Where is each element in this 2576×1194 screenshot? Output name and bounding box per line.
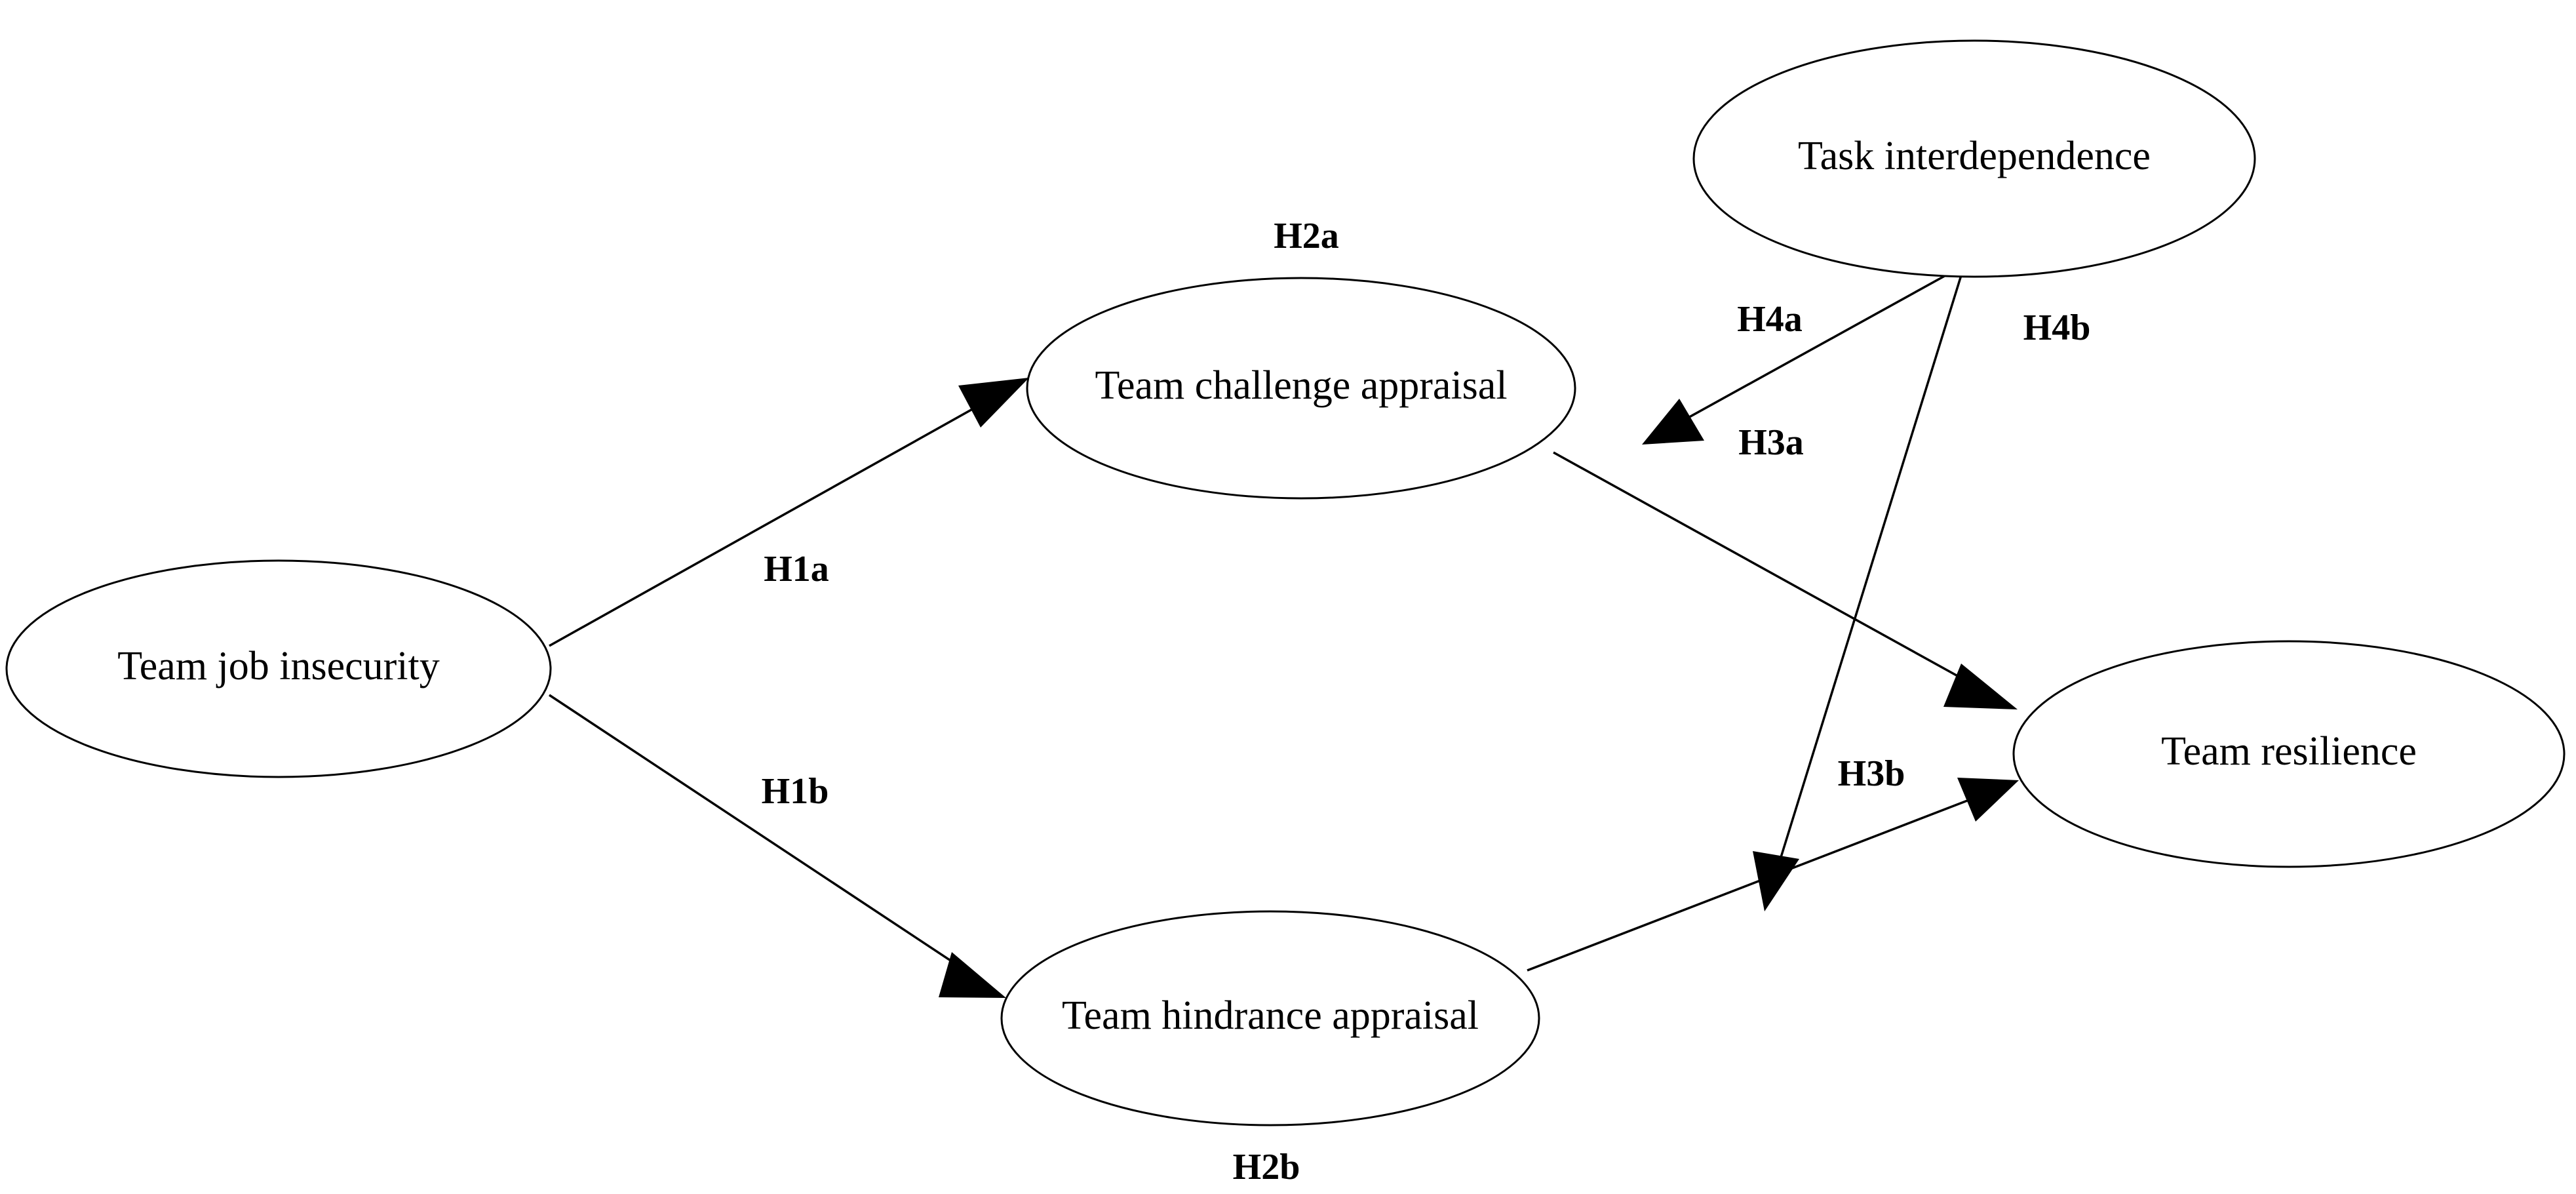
node-task-interdependence-shape[interactable] [1692, 39, 2256, 278]
edge-h4b-arrowhead [1753, 851, 1799, 911]
node-task-interdependence-label: Task interdependence [1798, 134, 2151, 178]
node-team-hindrance-appraisal[interactable]: Team hindrance appraisal [1000, 910, 1540, 1126]
hypothesis-label-h2b: H2b [1233, 1147, 1300, 1187]
node-team-challenge-appraisal[interactable]: Team challenge appraisal [1026, 277, 1576, 500]
edge-h2a-arrowhead [1943, 664, 2018, 709]
node-team-resilience[interactable]: Team resilience [2012, 640, 2566, 868]
node-team-resilience-shape[interactable] [2012, 640, 2566, 868]
edge-h1b-line [549, 694, 976, 978]
edge-h4a-line [1672, 273, 1949, 428]
node-team-resilience-label: Team resilience [2161, 729, 2417, 774]
edge-h1a-arrowhead [958, 378, 1029, 428]
hypothesis-label-h2a: H2a [1274, 216, 1339, 256]
edge-h4a [1642, 273, 1949, 445]
hypothesis-label-h1b: H1b [762, 771, 829, 812]
node-team-job-insecurity-label: Team job insecurity [117, 644, 440, 688]
node-team-challenge-appraisal-shape[interactable] [1026, 277, 1576, 500]
edge-h4a-arrowhead [1642, 399, 1704, 445]
hypothesis-label-h3b: H3b [1838, 753, 1905, 794]
node-team-job-insecurity[interactable]: Team job insecurity [5, 559, 552, 778]
node-team-job-insecurity-shape[interactable] [5, 559, 552, 778]
hypothesis-label-h1a: H1a [764, 549, 829, 589]
edge-h2a [1553, 451, 2018, 709]
edge-h1a-line [549, 391, 1004, 647]
node-team-challenge-appraisal-label: Team challenge appraisal [1095, 363, 1507, 408]
edge-h2b-arrowhead [1957, 778, 2019, 822]
edge-h4b [1753, 275, 1962, 911]
hypothesis-label-h3a: H3a [1738, 422, 1804, 463]
node-task-interdependence[interactable]: Task interdependence [1692, 39, 2256, 278]
edge-h1b-arrowhead [939, 952, 1006, 998]
edge-h1a [549, 378, 1029, 647]
node-team-hindrance-appraisal-label: Team hindrance appraisal [1062, 993, 1479, 1038]
hypothesis-label-h4b: H4b [2023, 308, 2091, 348]
edge-h2a-line [1553, 451, 1987, 693]
hypothesis-label-h4a: H4a [1737, 299, 1803, 340]
edge-h1b [549, 694, 1006, 998]
edge-h4b-line [1775, 275, 1962, 873]
node-team-hindrance-appraisal-shape[interactable] [1000, 910, 1540, 1126]
edge-h2b-line [1527, 792, 1987, 972]
edge-h2b [1527, 778, 2019, 972]
